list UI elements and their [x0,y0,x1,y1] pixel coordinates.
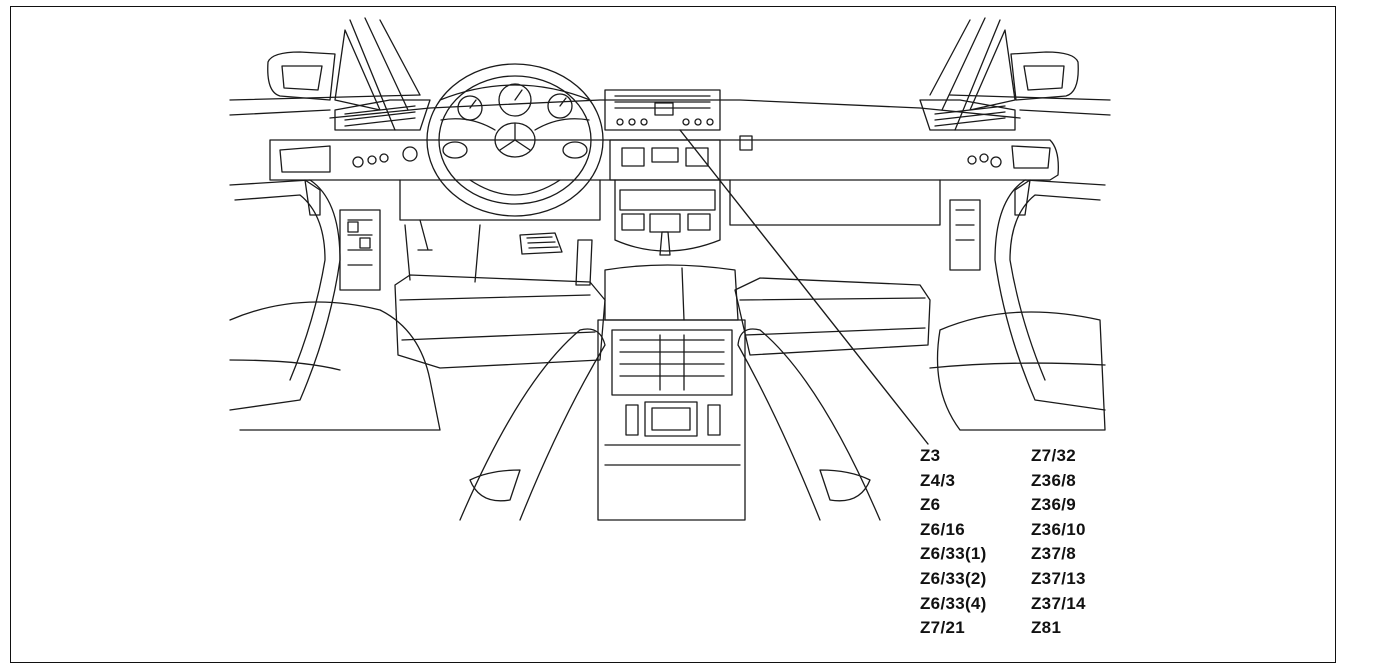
component-labels-right: Z7/32 Z36/8 Z36/9 Z36/10 Z37/8 Z37/13 Z3… [1031,444,1086,641]
component-label: Z36/10 [1031,519,1086,539]
component-label: Z3 [920,446,941,465]
front-seats [229,274,1106,431]
left-door-panel [229,179,381,411]
component-label: Z37/13 [1031,568,1086,588]
component-label: Z37/14 [1031,593,1086,613]
component-label: Z37/8 [1031,544,1076,564]
component-label: Z6/33(2) [920,568,987,588]
pedals [404,219,593,286]
right-door-panel [949,179,1106,411]
steering-wheel [426,63,604,217]
left-side-mirror [267,51,336,101]
component-label: Z7/21 [920,618,965,638]
right-side-mirror [1010,51,1079,101]
component-label: Z6/16 [920,519,965,539]
instrument-cluster [439,83,591,121]
component-label: Z81 [1031,618,1062,638]
diagram-frame [10,6,1336,663]
center-console [604,89,721,256]
component-label: Z6 [920,495,941,515]
component-labels-left: Z3 Z4/3 Z6 Z6/16 Z6/33(1) Z6/33(2) Z6/33… [920,444,987,641]
rear-center-console [597,264,746,521]
rear-seats [229,328,1106,521]
component-label: Z36/9 [1031,495,1076,515]
windshield-pillars [229,17,1111,131]
component-label: Z36/8 [1031,470,1076,490]
component-label: Z6/33(4) [920,593,987,613]
dashboard [269,99,1059,226]
component-label: Z7/32 [1031,446,1076,465]
component-label: Z4/3 [920,470,956,490]
leader-line [679,129,929,445]
component-label: Z6/33(1) [920,544,987,564]
